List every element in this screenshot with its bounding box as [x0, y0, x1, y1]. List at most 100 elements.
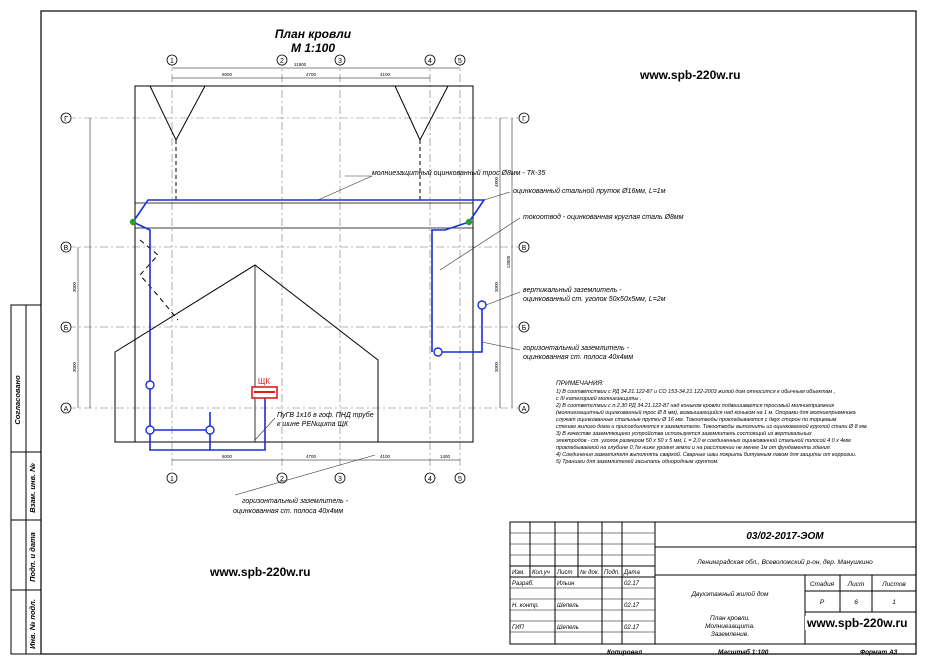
callout-horizontal-bottom-1: горизонтальный заземлитель -: [242, 497, 349, 505]
dimension-lines-top: [172, 67, 460, 79]
role-norm-control: Н. контр.: [512, 603, 539, 609]
side-inv-orig: Инв. № подл.: [28, 599, 37, 649]
callout-leaders: [234, 175, 521, 496]
axis-label-5-top: 5: [458, 58, 462, 65]
note-line-7: 3) В качестве заземляющего устройства ис…: [556, 430, 812, 437]
axis-label-1-top: 1: [170, 58, 174, 65]
col-header-list: Лист: [556, 570, 572, 576]
callout-vertical-ground-2: оцинкованный ст. уголок 50х50х5мм, L=2м: [523, 295, 666, 303]
col-header-doc: № док.: [580, 569, 599, 576]
sheets-label: Листов: [881, 581, 906, 588]
name-developer: Ильин: [557, 581, 575, 587]
role-chief-engineer: ГИП: [512, 625, 525, 631]
sheets-value: 1: [892, 599, 896, 606]
sheet-title-3: Заземление.: [711, 631, 749, 638]
axis-label-3-bottom: 3: [338, 476, 342, 483]
stage-label: Стадия: [810, 580, 835, 588]
dim-top-seg-2: 4700: [306, 72, 317, 77]
dimension-lines-right: [499, 118, 513, 408]
dim-bottom-seg-2: 4700: [306, 454, 317, 459]
column-markers-bottom: [166, 472, 466, 484]
notes-header: ПРИМЕЧАНИЯ:: [556, 380, 604, 387]
drawing-scale-title: М 1:100: [291, 41, 335, 55]
dim-left-seg-1: 3000: [72, 281, 77, 292]
callout-horizontal-bottom-2: оцинкованная ст. полоса 40х4мм: [233, 508, 343, 515]
format-label: Формат А3: [860, 649, 898, 656]
watermark-bottom-right: www.spb-220w.ru: [805, 616, 910, 630]
grid-rows: [68, 117, 522, 409]
axis-label-v-left: В: [64, 245, 69, 252]
axis-label-a-right: А: [522, 406, 527, 413]
notes-block: ПРИМЕЧАНИЯ: 1) В соответствии с РД 34.21…: [555, 380, 868, 465]
callout-horizontal-ground-2: оцинкованная ст. полоса 40х4мм: [523, 354, 633, 361]
axis-label-1-bottom: 1: [170, 476, 174, 483]
copied-label: Копировал: [607, 649, 642, 656]
note-line-8: электродов - ст. уголок размером 50 х 50…: [556, 437, 851, 444]
dim-right-total: 13000: [506, 255, 511, 268]
callout-rod: оцинкованный стальной пруток Ø16мм, L=1м: [513, 187, 666, 195]
dimension-lines-left: [77, 118, 91, 408]
note-line-11: 5) Траншеи для заземлителей засыпать одн…: [556, 458, 719, 465]
date-developer: 02.17: [624, 581, 640, 587]
side-inv-replace: Взам. инв. №: [28, 463, 37, 513]
axis-label-2-top: 2: [280, 58, 284, 65]
callout-pen-1: ПуГВ 1х16 в гоф. ПНД трубе: [277, 411, 374, 419]
scale-label: Масштаб 1:100: [718, 648, 769, 656]
drawing-title: План кровли: [275, 27, 352, 41]
note-line-5: служат оцинкованные стальные прутки Ø 16…: [556, 417, 837, 423]
axis-label-4-top: 4: [428, 58, 432, 65]
side-stamp: [10, 304, 42, 655]
column-markers-top: [166, 54, 466, 66]
note-line-9: прокладываемой на глубине 0,7м ниже уров…: [556, 444, 831, 451]
role-developer: Разраб.: [512, 581, 534, 587]
axis-label-5-bottom: 5: [458, 476, 462, 483]
axis-label-a-left: А: [64, 406, 69, 413]
cabinet-label: ЩК: [258, 377, 271, 386]
dim-bottom-seg-1: 6000: [222, 454, 233, 459]
axis-label-3-top: 3: [338, 58, 342, 65]
callout-vertical-ground-1: вертикальный заземлитель -: [523, 286, 622, 294]
note-line-3: 2) В соответствии с п.2.30 РД 34.21.122-…: [555, 402, 835, 409]
col-header-date: Дата: [623, 570, 640, 576]
axis-label-g-right: Г: [522, 116, 526, 123]
axis-label-v-right: В: [522, 245, 527, 252]
watermark-left: www.spb-220w.ru: [210, 565, 311, 579]
grid-columns: [171, 58, 461, 470]
dim-bottom-seg-3: 4100: [380, 454, 391, 459]
callout-pen-2: к шине PENщита ЩК: [277, 421, 349, 428]
note-line-10: 4) Соединения заземлителя выполнять свар…: [556, 451, 856, 458]
callout-horizontal-ground-1: горизонтальный заземлитель -: [523, 344, 630, 352]
callout-downconductor: токоотвод - оцинкованная круглая сталь Ø…: [523, 213, 684, 221]
name-norm-control: Шепель: [557, 603, 579, 609]
side-agreed: Согласовано: [13, 375, 22, 425]
dim-top-total: 11900: [294, 62, 307, 67]
dim-right-seg-1: 4800: [494, 176, 499, 187]
date-norm-control: 02.17: [624, 603, 640, 609]
col-header-kol: Кол.уч: [532, 570, 550, 576]
sheet-title-2: Молниезащита.: [705, 623, 755, 630]
title-block-frame: [509, 521, 917, 645]
sheet-value: 6: [854, 599, 858, 606]
watermark-top: www.spb-220w.ru: [640, 68, 741, 82]
roof-outline: [114, 85, 474, 443]
rod-supports: [129, 218, 473, 226]
note-line-1: 1) В соответствии с РД 34.21.122-87 и СО…: [556, 388, 835, 395]
callout-cable: молниезащитный оцинкованный трос Ø8мм - …: [372, 169, 545, 177]
dim-top-seg-1: 6000: [222, 72, 233, 77]
col-header-izm: Изм.: [512, 570, 525, 576]
side-sign-date: Подп. и дата: [28, 532, 37, 582]
axis-label-2-bottom: 2: [280, 476, 284, 483]
axis-label-g-left: Г: [64, 116, 68, 123]
project-address: Ленинградская обл., Всеволожский р-он, д…: [696, 558, 873, 566]
dim-left-seg-2: 3000: [72, 361, 77, 372]
dim-right-seg-3: 3000: [494, 361, 499, 372]
stage-value: Р: [820, 599, 825, 606]
project-code: 03/02-2017-ЭОМ: [746, 531, 824, 542]
sheet-title-1: План кровли.: [710, 615, 750, 622]
col-header-podp: Подп.: [604, 570, 620, 576]
note-line-4: (молниезащитный оцинкованный трос Ø 8 мм…: [556, 409, 856, 416]
note-line-6: стенам жилого дома и присоединяются к за…: [556, 423, 868, 430]
name-chief-engineer: Шепель: [557, 625, 579, 631]
row-markers: [60, 112, 530, 414]
